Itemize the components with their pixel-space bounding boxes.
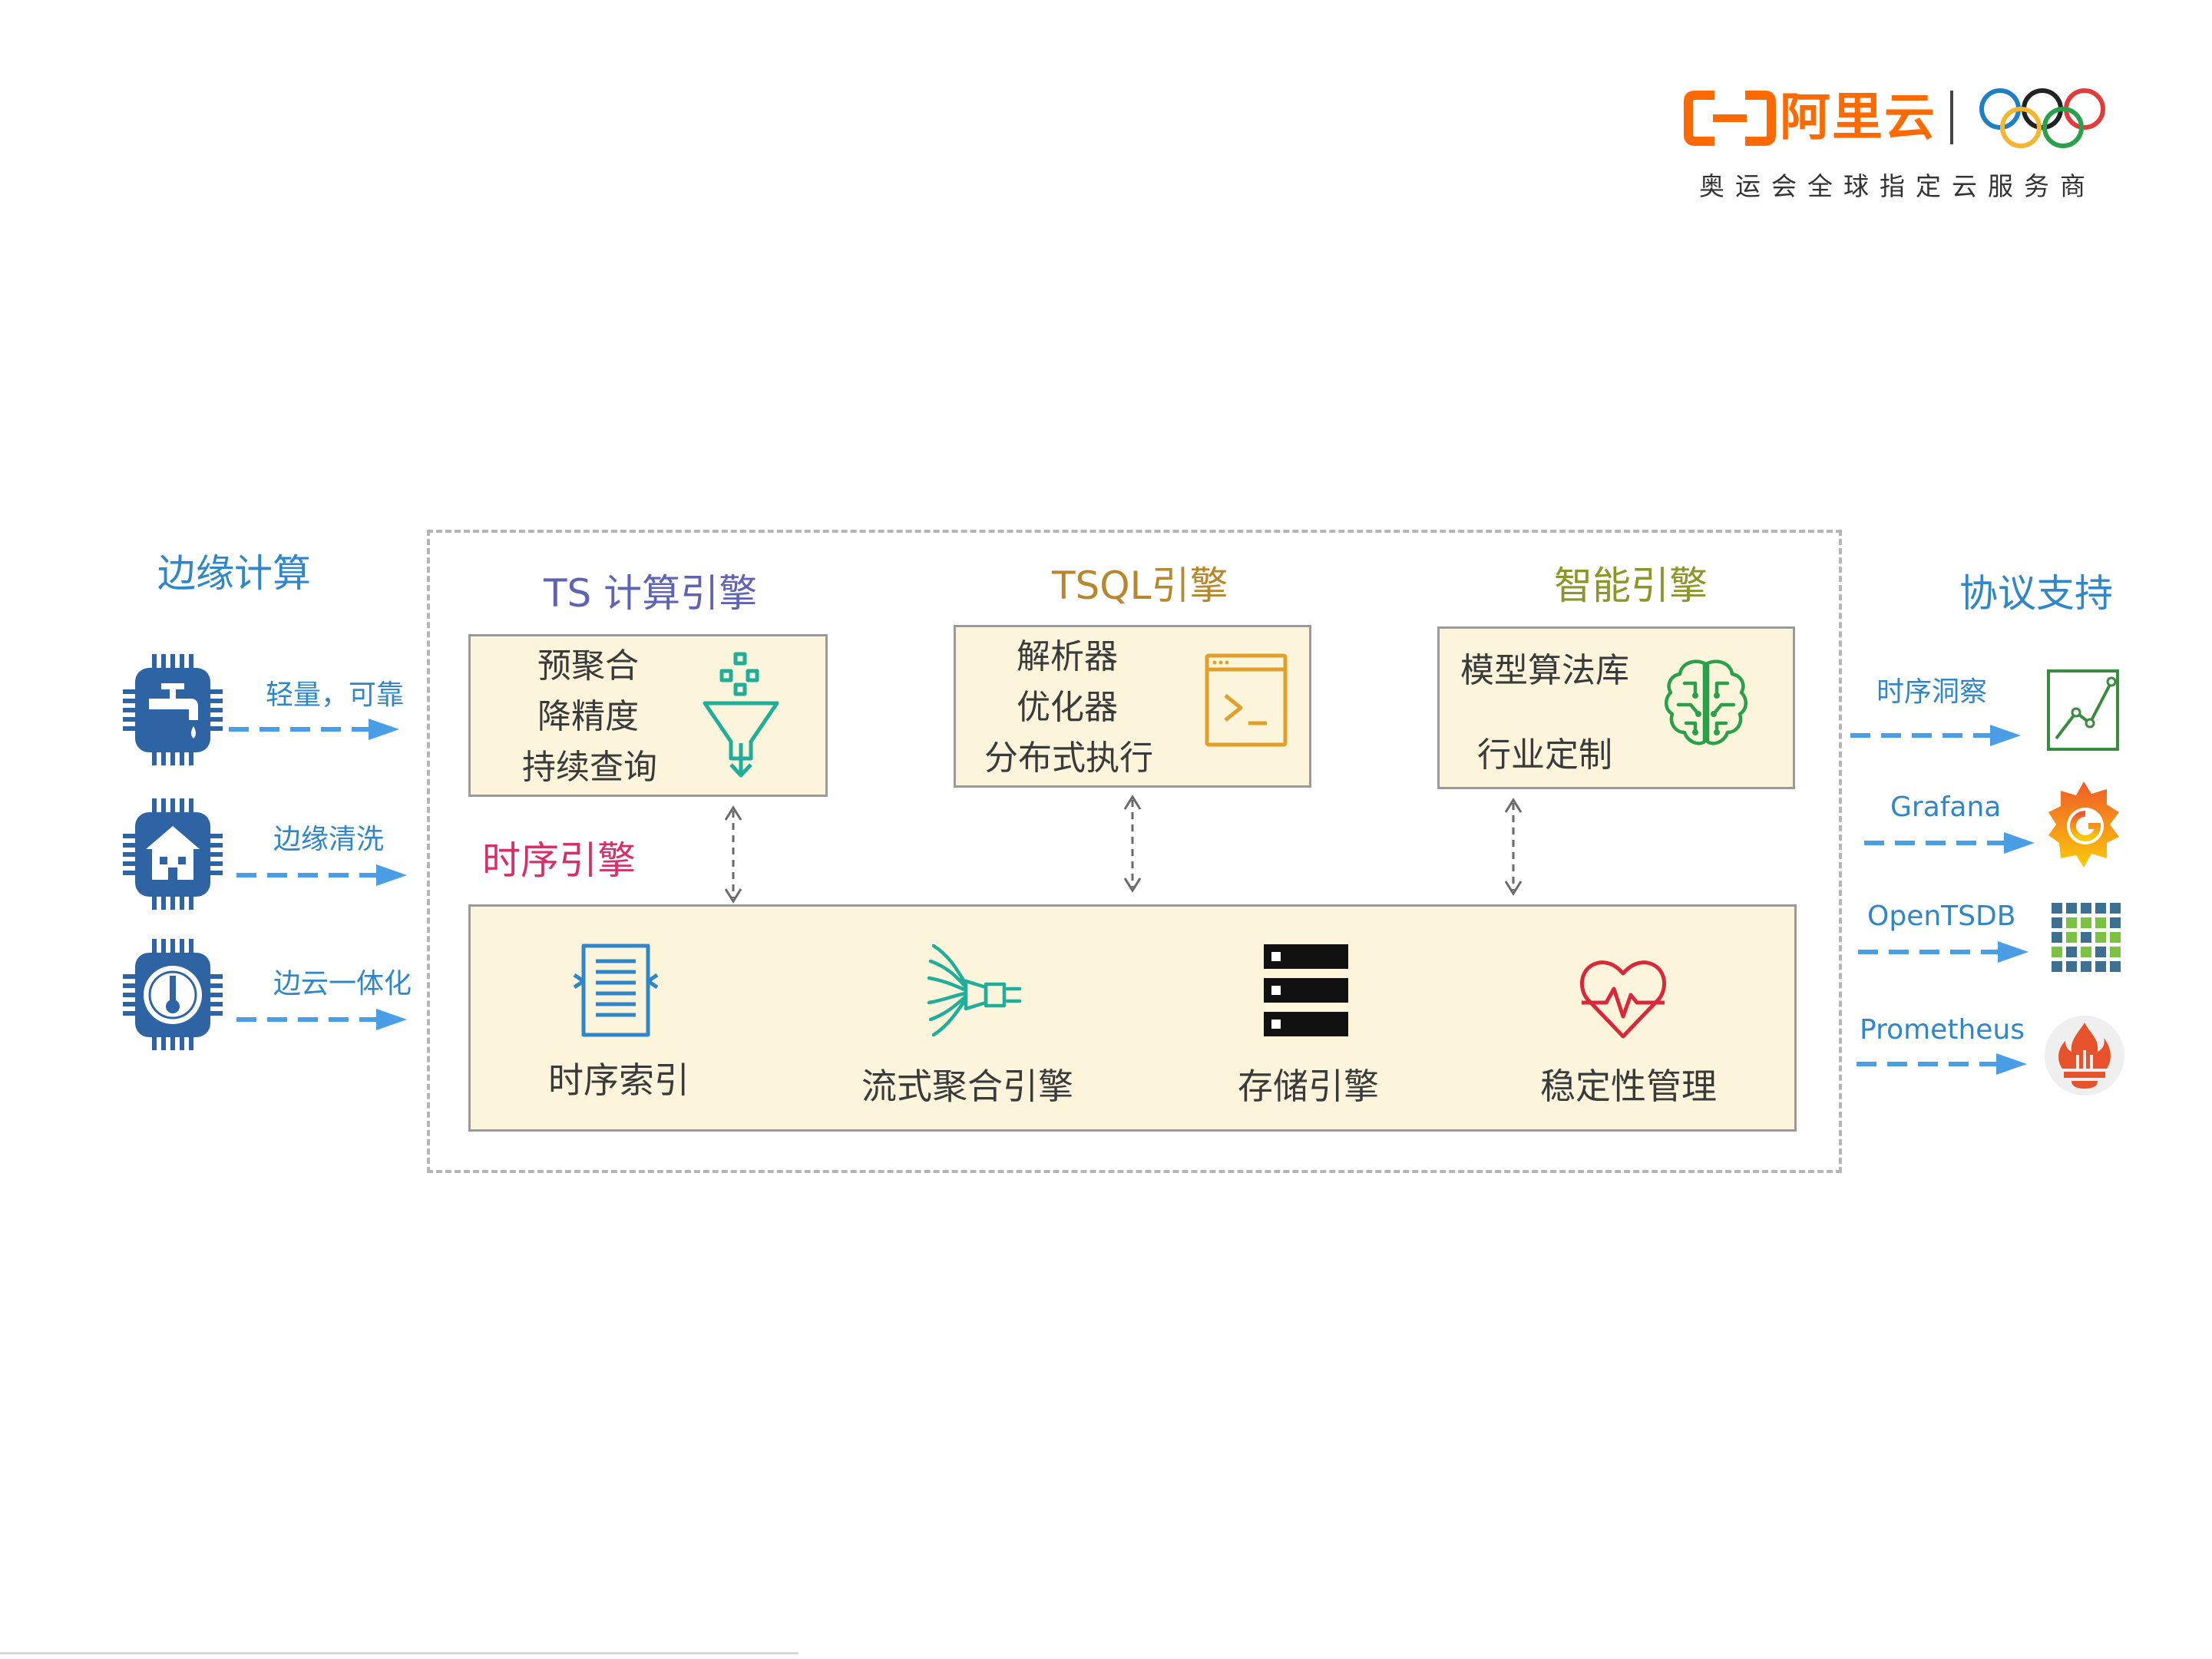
faucet-chip-icon (123, 654, 223, 765)
core-engine-title: 时序引擎 (482, 841, 636, 880)
server-stack-icon (1264, 944, 1348, 1038)
brand-divider (1950, 91, 1953, 144)
grafana-icon (2045, 778, 2122, 878)
heartbeat-icon (1579, 955, 1668, 1041)
arrow-right-icon (236, 861, 413, 889)
edge-title: 边缘计算 (157, 554, 311, 593)
arrow-right-icon (1864, 829, 2041, 857)
bottom-divider (0, 1652, 799, 1654)
protocol-item-label-3: OpenTSDB (1867, 903, 2015, 930)
edge-item-label-1: 轻量，可靠 (266, 682, 404, 709)
arrow-right-icon (236, 1006, 413, 1033)
tsql-engine-line-3: 分布式执行 (984, 742, 1153, 775)
arrow-right-icon (1857, 1050, 2033, 1078)
stream-funnel-icon (927, 941, 1024, 1039)
ts-engine-line-1: 预聚合 (537, 649, 639, 683)
prometheus-icon (2044, 1012, 2125, 1099)
arrow-right-icon (1858, 938, 2035, 966)
brand-slogan: 奥运会全球指定云服务商 (1699, 174, 2096, 199)
core-item-label-4: 稳定性管理 (1540, 1069, 1717, 1104)
funnel-icon (699, 651, 783, 782)
bidirectional-arrow-icon (722, 805, 745, 904)
ts-engine-line-2: 降精度 (537, 700, 639, 734)
core-item-label-3: 存储引擎 (1238, 1069, 1379, 1104)
ai-engine-line-1: 模型算法库 (1460, 654, 1629, 688)
arrow-right-icon (1850, 722, 2027, 749)
ts-engine-title: TS 计算引擎 (544, 574, 757, 613)
brand-name: 阿里云 (1780, 92, 1936, 143)
opentsdb-icon (2052, 903, 2121, 977)
core-item-label-1: 时序索引 (548, 1062, 689, 1098)
protocol-item-label-4: Prometheus (1860, 1016, 2025, 1044)
olympic-rings-icon (1977, 86, 2108, 152)
ts-engine-line-3: 持续查询 (522, 751, 657, 785)
brain-circuit-icon (1663, 657, 1749, 755)
tsql-engine-line-1: 解析器 (1017, 640, 1118, 674)
edge-item-label-2: 边缘清洗 (273, 826, 384, 854)
bidirectional-arrow-icon (1121, 794, 1144, 894)
arrow-right-icon (229, 715, 405, 743)
edge-item-label-3: 边云一体化 (273, 970, 412, 998)
ai-engine-title: 智能引擎 (1554, 567, 1708, 605)
terminal-icon (1204, 653, 1288, 748)
bidirectional-arrow-icon (1502, 797, 1525, 897)
aliyun-logo-icon (1684, 91, 1776, 146)
tsql-engine-title: TSQL引擎 (1052, 567, 1228, 605)
ai-engine-line-2: 行业定制 (1477, 739, 1612, 772)
thermometer-chip-icon (123, 939, 223, 1050)
document-index-icon (573, 941, 659, 1039)
tsql-engine-line-2: 优化器 (1017, 691, 1118, 725)
protocol-item-label-1: 时序洞察 (1876, 679, 1987, 706)
protocol-title: 协议支持 (1959, 574, 2113, 613)
house-chip-icon (123, 798, 223, 910)
core-item-label-2: 流式聚合引擎 (861, 1069, 1073, 1104)
protocol-item-label-2: Grafana (1890, 794, 2001, 821)
line-chart-icon (2045, 668, 2121, 752)
